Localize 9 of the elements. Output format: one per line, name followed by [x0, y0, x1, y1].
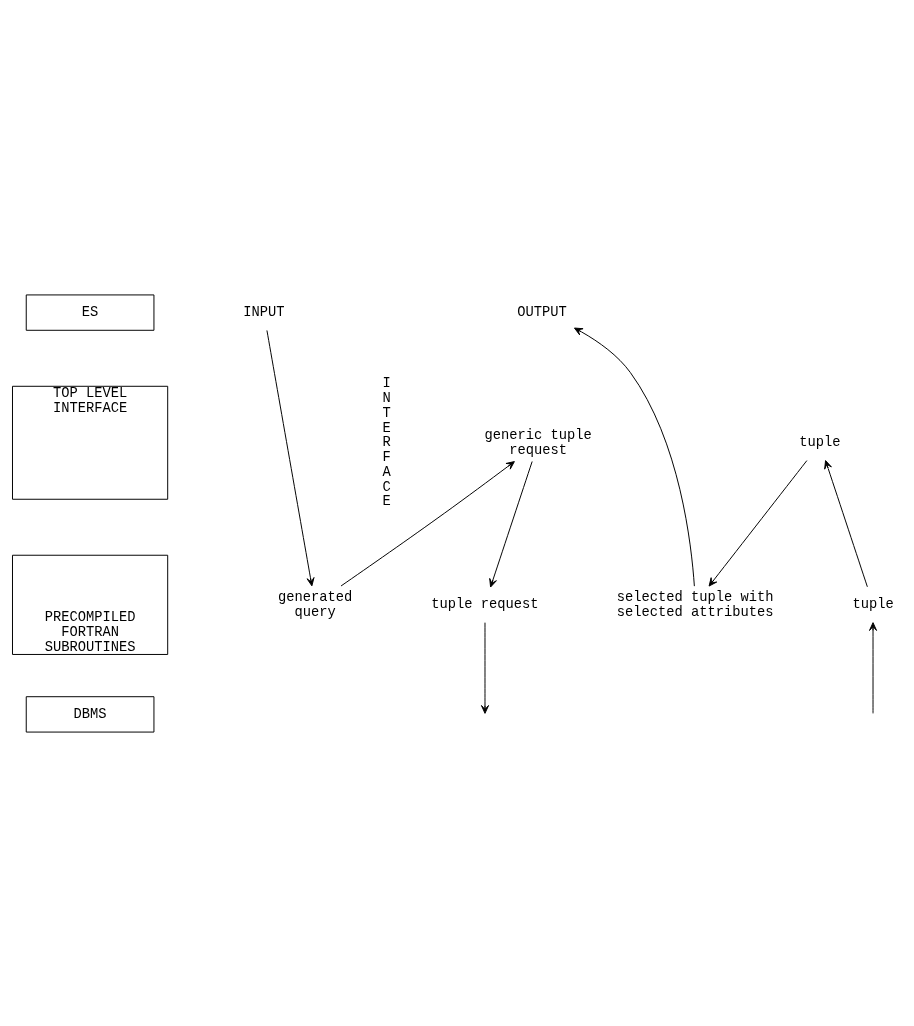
node-text: OUTPUT — [517, 304, 567, 320]
label: INTERFACE — [382, 375, 391, 509]
node-text: tuple — [799, 434, 841, 450]
node-text: tuple — [852, 596, 894, 612]
node-text: INPUT — [243, 304, 285, 320]
node-text: generated query — [277, 589, 353, 620]
node-text: generic tuple request — [484, 427, 592, 458]
node-text: tuple request — [431, 596, 539, 612]
node-text: selected tuple with selected attributes — [616, 589, 774, 620]
